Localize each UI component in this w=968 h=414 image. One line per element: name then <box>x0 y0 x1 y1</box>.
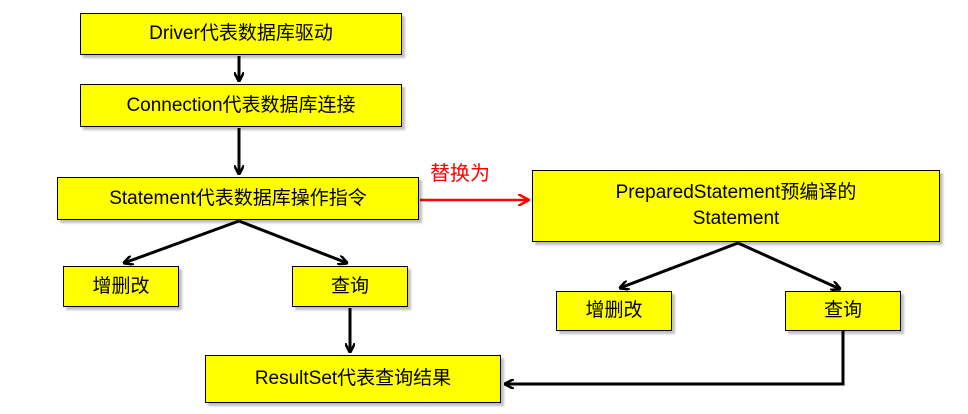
edge-query-right-resultset <box>505 330 845 384</box>
edge-statement-crud-left <box>124 219 240 263</box>
node-prepared-line1: PreparedStatement预编译的 <box>615 182 857 204</box>
node-connection: Connection代表数据库连接 <box>80 84 402 127</box>
node-resultset-label: ResultSet代表查询结果 <box>254 368 452 390</box>
node-query-right: 查询 <box>785 291 901 331</box>
node-connection-label: Connection代表数据库连接 <box>126 94 356 116</box>
node-query-left: 查询 <box>292 266 408 307</box>
node-crud-left-label: 增删改 <box>92 275 150 297</box>
node-prepared-statement: PreparedStatement预编译的 Statement <box>532 170 940 242</box>
edge-prepared-query-right <box>737 241 840 289</box>
node-crud-left: 增删改 <box>63 266 179 307</box>
replace-label: 替换为 <box>430 163 490 185</box>
node-prepared-line2: Statement <box>692 208 780 229</box>
node-crud-right-label: 增删改 <box>585 300 643 322</box>
node-crud-right: 增删改 <box>556 291 672 331</box>
node-query-left-label: 查询 <box>330 275 369 297</box>
node-query-right-label: 查询 <box>823 300 862 322</box>
node-resultset: ResultSet代表查询结果 <box>205 355 501 403</box>
node-statement: Statement代表数据库操作指令 <box>57 177 419 220</box>
node-driver-label: Driver代表数据库驱动 <box>149 23 333 45</box>
edge-statement-query-left <box>238 219 347 263</box>
node-statement-label: Statement代表数据库操作指令 <box>109 187 367 209</box>
edge-prepared-crud-right <box>620 241 739 288</box>
node-driver: Driver代表数据库驱动 <box>80 13 402 55</box>
